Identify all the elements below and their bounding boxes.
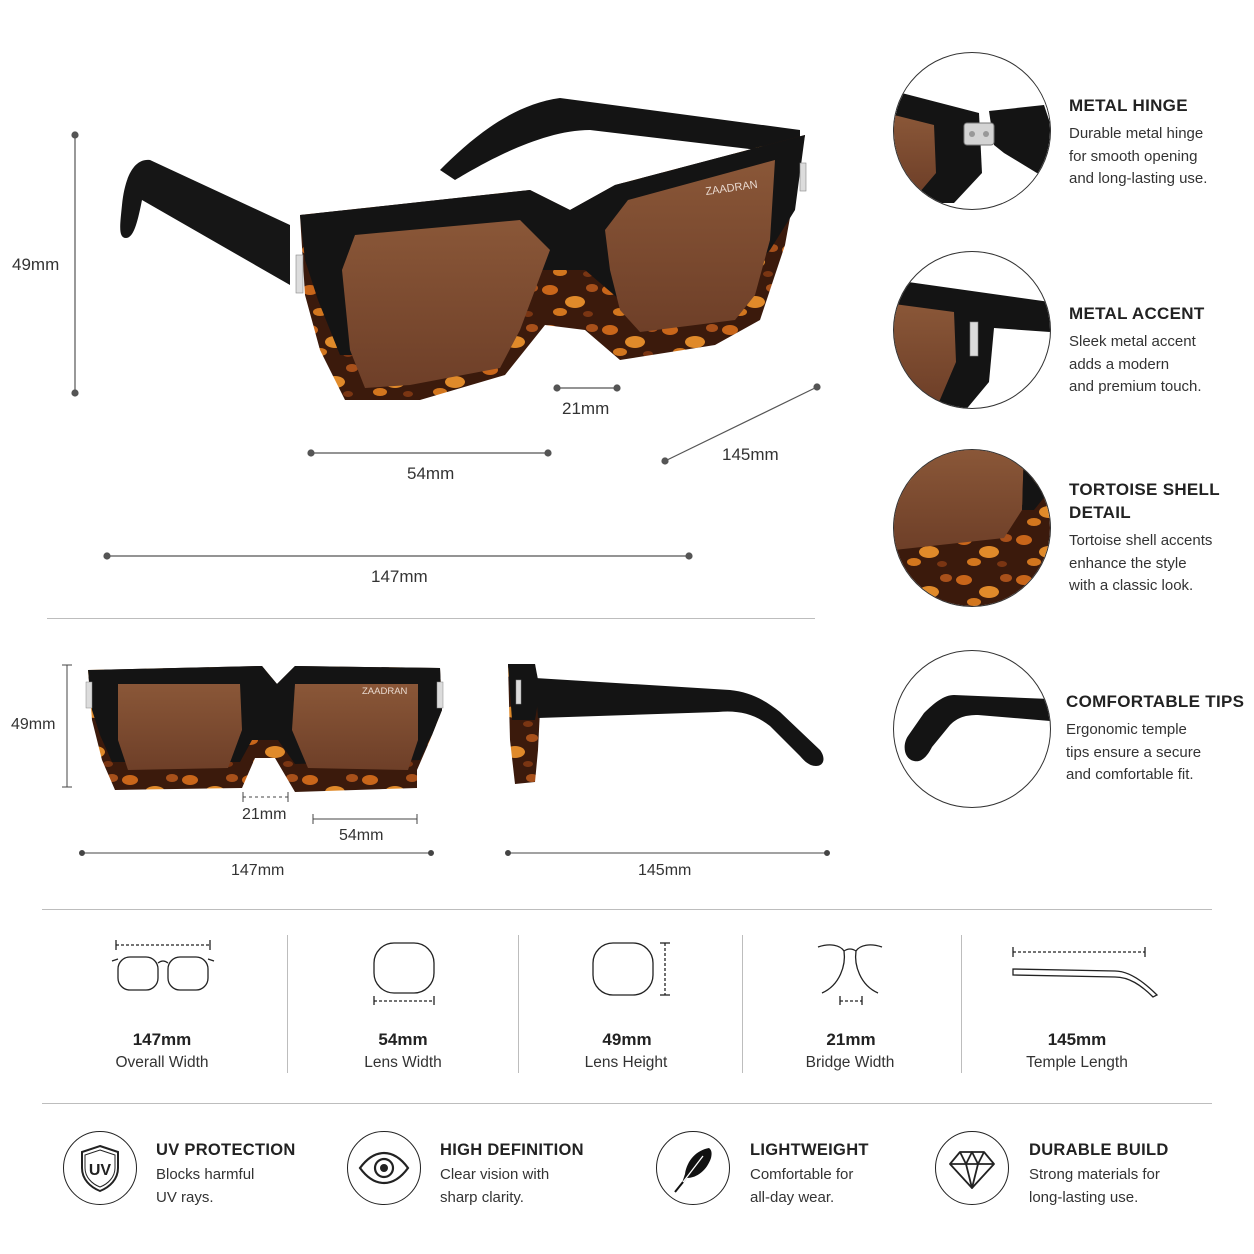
uv-shield-text: UV (89, 1162, 112, 1179)
spec-lens-width-value: 54mm (378, 1030, 428, 1049)
spec-temple-length-value: 145mm (1047, 1030, 1107, 1049)
benefit-desc-line: Comfortable for (750, 1166, 854, 1183)
feature-title: COMFORTABLE TIPS (1066, 692, 1245, 711)
side-view-image (505, 664, 830, 856)
hero-overall-label: 147mm (371, 567, 428, 586)
spec-lens-width-label: Lens Width (364, 1054, 442, 1071)
spec-divider (287, 935, 288, 1073)
feature-description: Durable metal hinge for smooth opening a… (1069, 123, 1207, 191)
feature-description: Ergonomic temple tips ensure a secure an… (1066, 719, 1244, 787)
feature-title: METAL HINGE (1069, 96, 1188, 115)
feature-desc-line: tips ensure a secure (1066, 743, 1202, 761)
benefit-lightweight-title: LIGHTWEIGHT (750, 1141, 869, 1159)
benefit-hd-description: Clear vision with sharp clarity. (440, 1163, 549, 1209)
spec-divider (742, 935, 743, 1073)
feature-desc-line: adds a modern (1069, 355, 1170, 373)
comfortable-tips-detail-image (893, 650, 1051, 808)
benefit-hd-title: HIGH DEFINITION (440, 1141, 584, 1159)
feature-metal-accent: METAL ACCENT Sleek metal accent adds a m… (1069, 302, 1205, 399)
diamond-icon (935, 1131, 1009, 1205)
feature-desc-line: and premium touch. (1069, 378, 1202, 395)
benefit-desc-line: Blocks harmful (156, 1166, 255, 1183)
hero-bridge-label: 21mm (562, 399, 610, 418)
benefit-durable-description: Strong materials for long-lasting use. (1029, 1163, 1160, 1209)
feature-desc-line: with a classic look. (1069, 577, 1194, 594)
feature-metal-hinge: METAL HINGE Durable metal hinge for smoo… (1069, 94, 1207, 191)
benefit-durable-title: DURABLE BUILD (1029, 1141, 1169, 1159)
feature-desc-line: and comfortable fit. (1066, 766, 1194, 783)
benefit-lightweight-description: Comfortable for all-day wear. (750, 1163, 853, 1209)
feature-description: Tortoise shell accents enhance the style… (1069, 530, 1220, 598)
bridge-width-icon (817, 944, 883, 1005)
metal-hinge-detail-image (893, 52, 1051, 210)
spec-divider (518, 935, 519, 1073)
spec-divider (961, 935, 962, 1073)
spec-bridge-width-value: 21mm (826, 1030, 876, 1049)
hero-sunglasses-image: ZAADRAN (120, 98, 807, 400)
front-bridge-label: 21mm (242, 806, 287, 823)
lens-width-icon (373, 942, 435, 1005)
benefit-desc-line: UV rays. (156, 1189, 214, 1206)
lens-height-icon (592, 942, 670, 996)
benefit-desc-line: long-lasting use. (1029, 1189, 1139, 1206)
hero-height-label: 49mm (12, 255, 60, 274)
spec-temple-length-label: Temple Length (1026, 1054, 1128, 1071)
benefit-desc-line: all-day wear. (750, 1189, 835, 1206)
feather-icon (656, 1131, 730, 1205)
eye-icon (347, 1131, 421, 1205)
feature-title: METAL ACCENT (1069, 304, 1205, 323)
metal-accent-detail-image (893, 251, 1051, 409)
feature-tortoise-shell: TORTOISE SHELL DETAIL Tortoise shell acc… (1069, 478, 1220, 598)
hero-divider (47, 618, 815, 619)
feature-desc-line: and long-lasting use. (1069, 170, 1208, 187)
spec-bridge-width-label: Bridge Width (805, 1054, 895, 1071)
tortoise-shell-detail-image (893, 449, 1051, 607)
front-overall-label: 147mm (231, 862, 285, 879)
benefit-desc-line: Strong materials for (1029, 1166, 1160, 1183)
feature-desc-line: for smooth opening (1069, 147, 1198, 165)
benefit-uv-description: Blocks harmful UV rays. (156, 1163, 254, 1209)
spec-overall-width-label: Overall Width (115, 1054, 209, 1071)
feature-title-line: TORTOISE SHELL (1069, 480, 1220, 499)
overall-width-icon (111, 940, 215, 991)
hero-dimension-lines (71, 131, 821, 560)
feature-title-line: DETAIL (1069, 503, 1131, 522)
feature-comfortable-tips: COMFORTABLE TIPS Ergonomic temple tips e… (1066, 690, 1244, 787)
feature-desc-line: enhance the style (1069, 554, 1187, 572)
feature-desc-line: Ergonomic temple (1066, 721, 1187, 738)
feature-desc-line: Sleek metal accent (1069, 333, 1196, 350)
spec-lens-height-label: Lens Height (584, 1054, 668, 1071)
hero-temple-label: 145mm (722, 445, 779, 464)
benefit-desc-line: sharp clarity. (440, 1189, 524, 1206)
uv-shield-icon: UV (63, 1131, 137, 1205)
front-brand-mark: ZAADRAN (362, 686, 408, 697)
spec-overall-width-value: 147mm (132, 1030, 192, 1049)
front-lens-width-label: 54mm (339, 827, 384, 844)
specs-top-divider (42, 909, 1212, 910)
front-view-image: ZAADRAN (62, 664, 444, 856)
feature-title: TORTOISE SHELL DETAIL (1069, 478, 1220, 524)
benefit-uv-title: UV PROTECTION (156, 1141, 296, 1159)
side-temple-label: 145mm (638, 862, 692, 879)
feature-desc-line: Durable metal hinge (1069, 125, 1204, 142)
feature-desc-line: Tortoise shell accents (1069, 532, 1213, 549)
temple-length-icon (1012, 947, 1159, 998)
specs-bottom-divider (42, 1103, 1212, 1104)
feature-description: Sleek metal accent adds a modern and pre… (1069, 331, 1205, 399)
front-height-label: 49mm (11, 716, 56, 733)
hero-lens-width-label: 54mm (407, 464, 455, 483)
benefit-desc-line: Clear vision with (440, 1166, 550, 1183)
spec-lens-height-value: 49mm (602, 1030, 652, 1049)
